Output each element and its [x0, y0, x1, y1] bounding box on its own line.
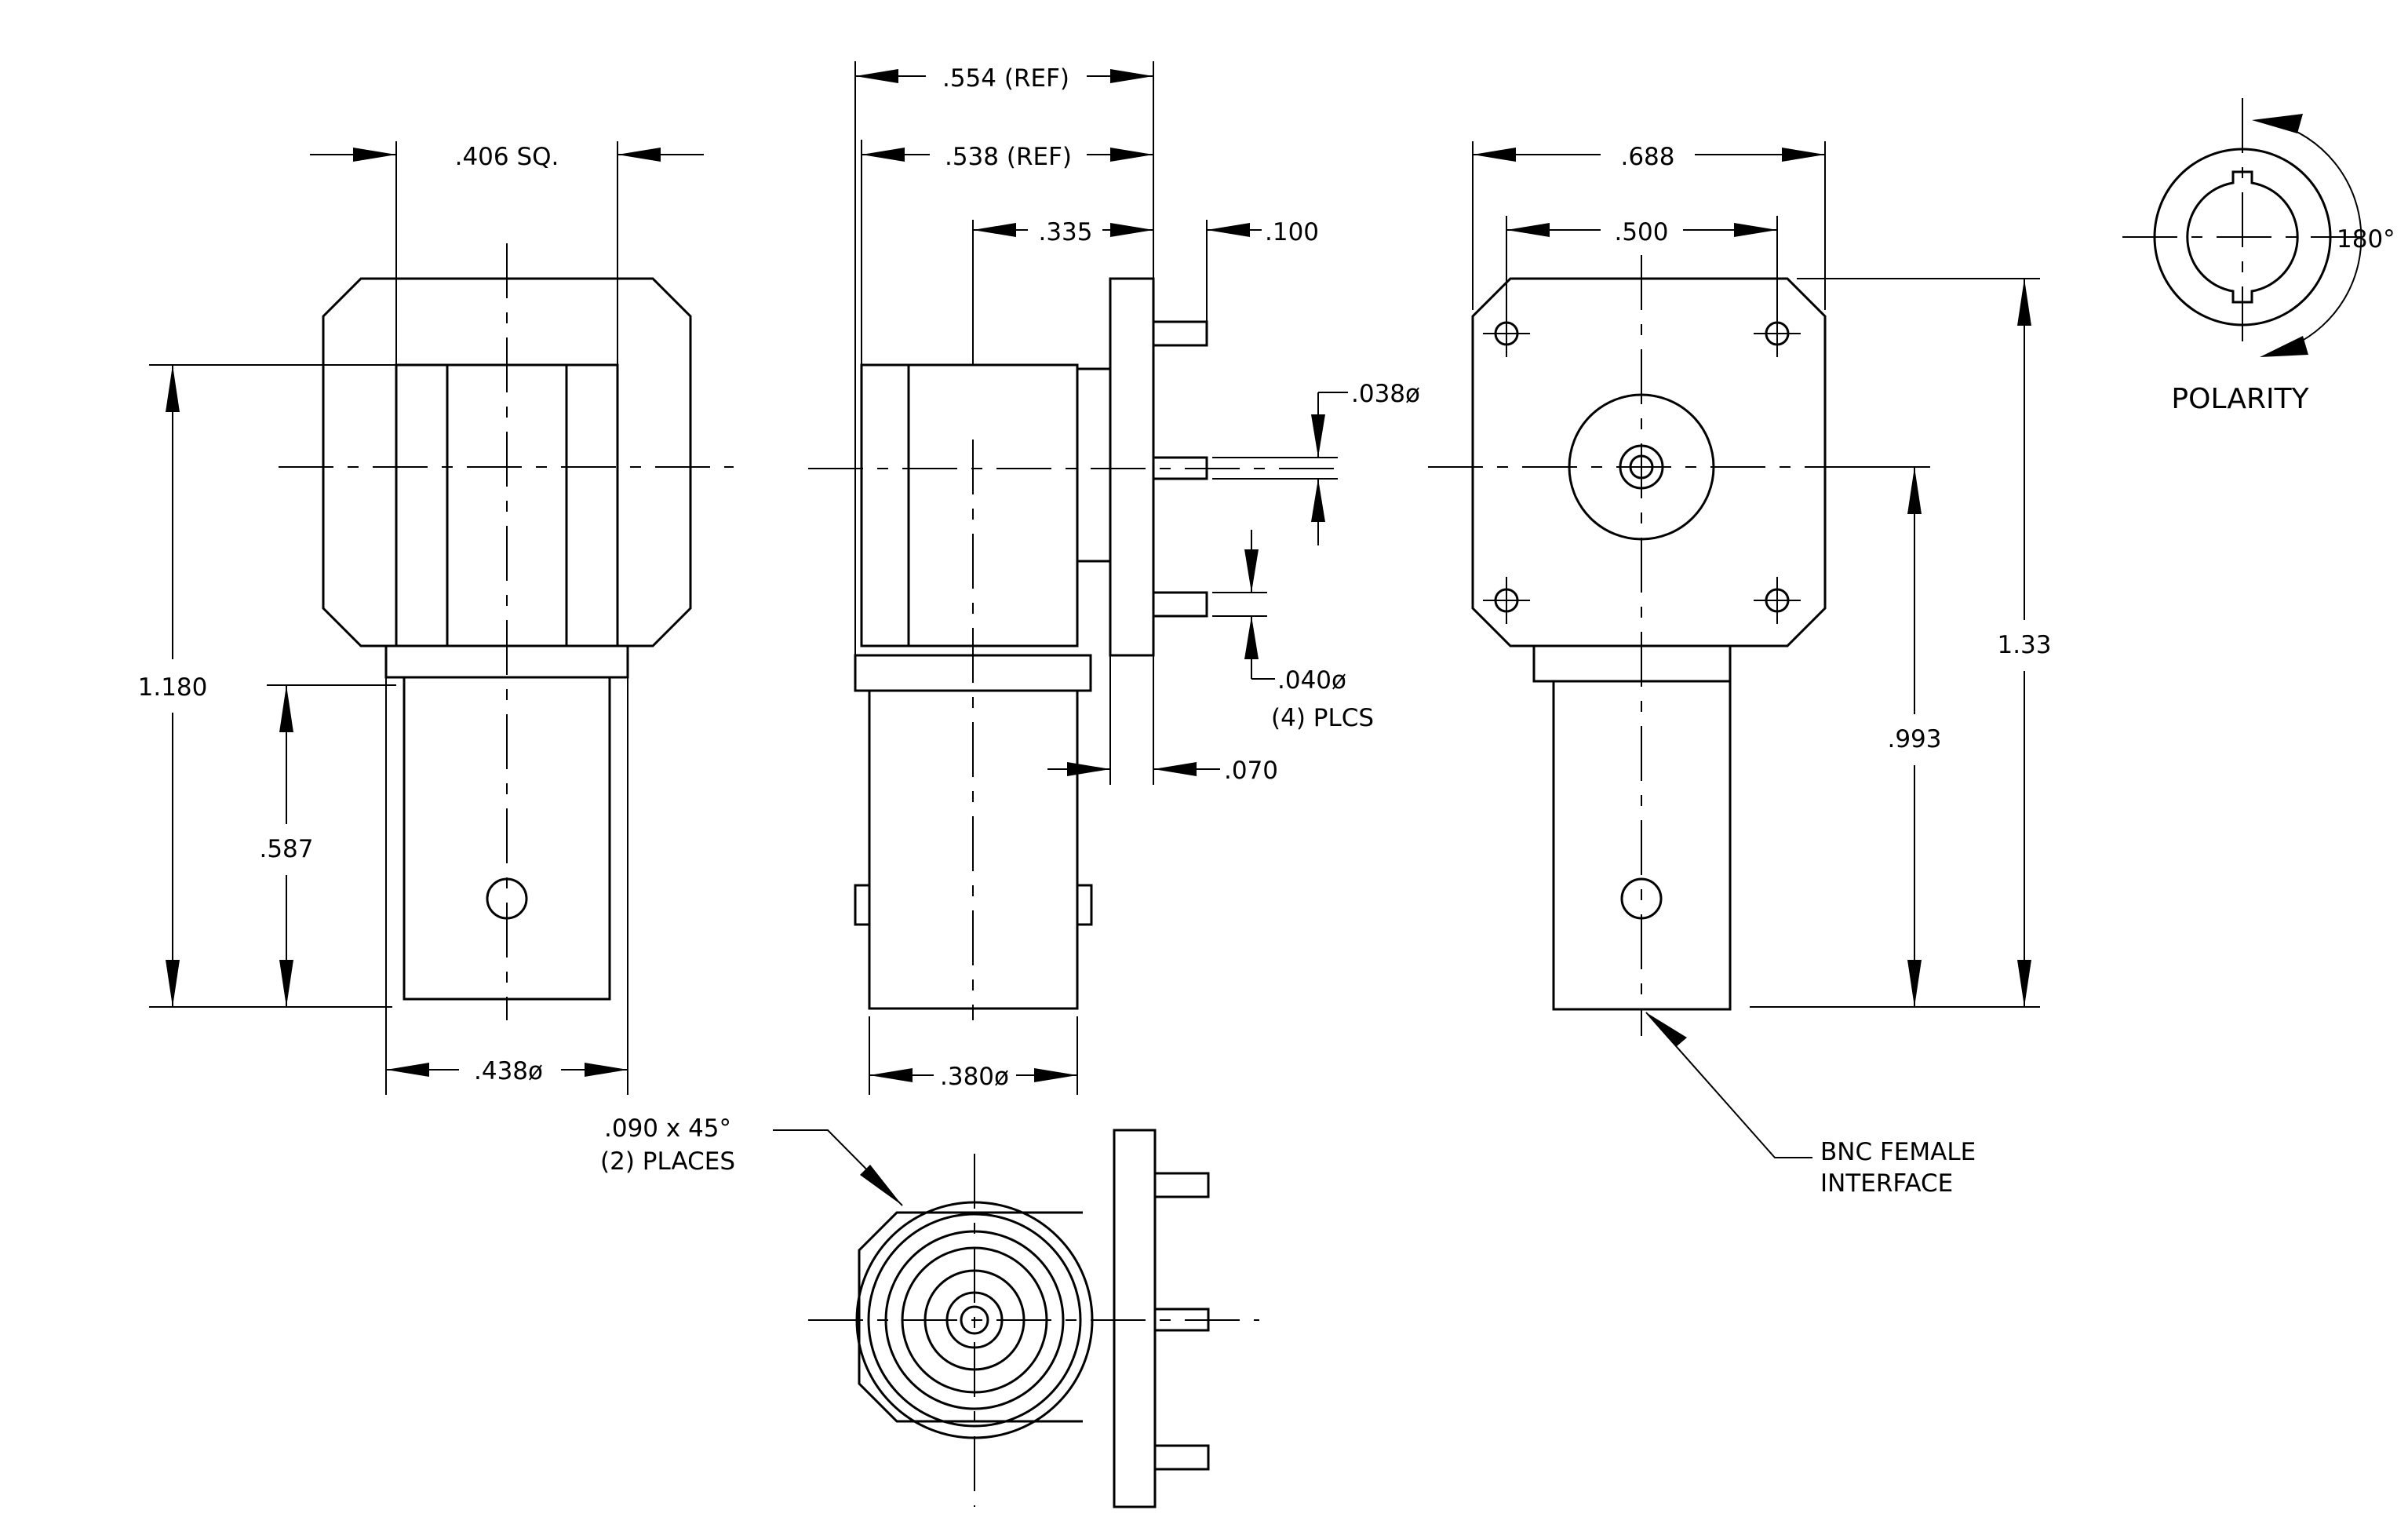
polarity-arrow-bottom — [2260, 336, 2308, 357]
polarity-angle: 180° — [2337, 225, 2395, 254]
dim-1180: 1.180 — [138, 673, 208, 702]
polarity-arrow-top — [2252, 114, 2303, 133]
dim-040-dia: .040ø — [1277, 666, 1346, 695]
side-step — [1076, 367, 1112, 563]
front-view: .406 SQ. 1.180 .587 .438ø — [138, 141, 734, 1095]
bnc-note-line2: INTERFACE — [1820, 1169, 1953, 1198]
dim-554-ref: .554 (REF) — [942, 64, 1069, 93]
bottom-pcb-plate — [1113, 1129, 1157, 1508]
rear-body-outline — [1471, 277, 1827, 647]
dim-4-plcs: (4) PLCS — [1271, 704, 1374, 732]
dim-380-dia: .380ø — [940, 1063, 1009, 1091]
polarity-keyed-circle — [2186, 170, 2299, 304]
chamfer-note-line2: (2) PLACES — [600, 1147, 735, 1176]
front-body-outline — [322, 277, 692, 647]
dim-538-ref: .538 (REF) — [945, 143, 1072, 171]
bottom-pin-top — [1153, 1172, 1210, 1198]
dim-038-dia: .038ø — [1351, 380, 1420, 408]
bnc-note-line1: BNC FEMALE — [1820, 1138, 1976, 1166]
polarity-detail: 180° POLARITY — [2122, 98, 2395, 415]
mounting-hole — [1754, 577, 1801, 624]
bottom-pin-bottom — [1153, 1444, 1210, 1471]
bottom-view: .090 x 45° (2) PLACES — [600, 1114, 1259, 1508]
pcb-plate — [1109, 277, 1155, 657]
dim-438-dia: .438ø — [474, 1057, 543, 1085]
dim-406-sq: .406 SQ. — [455, 143, 559, 171]
dim-587: .587 — [259, 835, 313, 863]
dim-133: 1.33 — [1997, 631, 2051, 659]
rear-view: .688 .500 1.33 .993 BNC FEMALE INTERFACE — [1428, 141, 2052, 1198]
side-bayonet-right — [1076, 884, 1093, 926]
polarity-title: POLARITY — [2171, 383, 2309, 415]
side-bayonet-left — [854, 884, 871, 926]
side-body — [860, 363, 1079, 647]
rear-flange — [1532, 644, 1732, 683]
dim-100: .100 — [1265, 218, 1319, 246]
dim-500: .500 — [1614, 218, 1668, 246]
dim-335: .335 — [1038, 218, 1092, 246]
pin-bottom — [1152, 591, 1208, 618]
pin-top — [1152, 320, 1208, 347]
dim-993: .993 — [1887, 725, 1941, 753]
side-view: .554 (REF) .538 (REF) .335 .100 .038ø — [808, 61, 1420, 1095]
dim-688: .688 — [1620, 143, 1674, 171]
mounting-hole — [1483, 577, 1530, 624]
dim-070: .070 — [1224, 757, 1278, 785]
chamfer-note-line1: .090 x 45° — [604, 1114, 731, 1143]
